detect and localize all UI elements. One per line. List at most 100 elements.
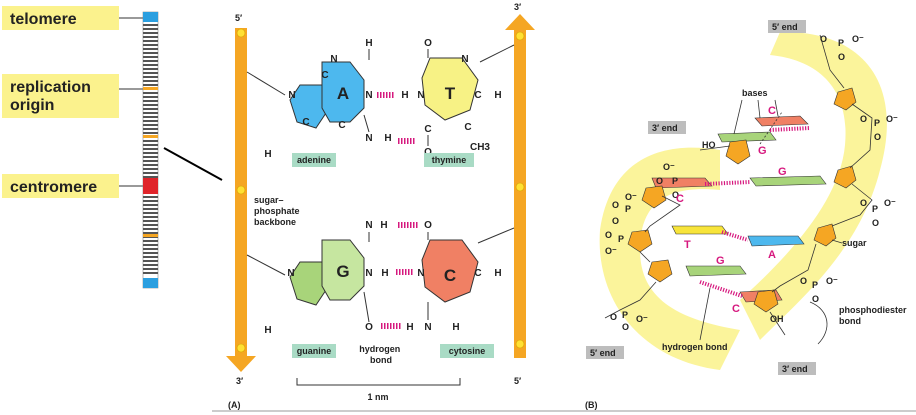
end-label-5-bottom: 5′ end [590, 348, 616, 358]
chromosome-band [143, 204, 158, 206]
helix-base-letter: C [768, 105, 776, 117]
chromosome-band [143, 128, 158, 130]
centromere-label: centromere [10, 179, 97, 196]
adenine-letter: A [337, 84, 349, 103]
svg-text:H: H [381, 268, 388, 279]
svg-text:O: O [605, 230, 612, 240]
end-label-3-bottom: 3′ end [782, 364, 808, 374]
chromosome-band [143, 148, 158, 150]
base-plate [671, 225, 729, 235]
svg-text:C: C [321, 70, 328, 81]
chromosome-band [143, 268, 158, 270]
base-plate [685, 265, 747, 277]
svg-text:P: P [812, 280, 818, 290]
panel-a-label: (A) [228, 400, 241, 410]
svg-text:H: H [494, 90, 501, 101]
helix-base-letter: G [778, 166, 787, 178]
svg-text:O⁻: O⁻ [663, 162, 675, 172]
centromere-label-box [2, 174, 119, 198]
end-label-box [778, 362, 816, 375]
svg-text:H: H [380, 220, 387, 231]
guanine-letter: G [336, 262, 349, 281]
right-backbone-arrow [505, 14, 535, 30]
base-plate [749, 175, 827, 187]
chromosome-band [143, 84, 158, 86]
svg-text:H: H [365, 38, 372, 49]
centromere [143, 178, 158, 194]
end-label-5-top: 5′ end [772, 22, 798, 32]
chromosome-band [143, 116, 158, 118]
bases-leader [733, 99, 779, 135]
chromosome-band [143, 176, 158, 178]
thymine-name: thymine [432, 155, 467, 165]
svg-text:O: O [874, 132, 881, 142]
guanine-base: G N N N H O H H guanine [264, 220, 389, 358]
chromosome-band [143, 272, 158, 274]
cytosine-base: C O N N H H C H cytosine [406, 220, 502, 358]
chromosome-panel: telomere replication origin centromere [2, 6, 223, 289]
svg-text:P: P [838, 38, 844, 48]
chromosome-band [143, 164, 158, 166]
helix-band-left [599, 147, 740, 370]
adenine-base: A H N C N C H C N N H adenine [264, 38, 392, 167]
cytosine-letter: C [444, 266, 456, 285]
svg-text:O: O [820, 34, 827, 44]
phosphodiester-bracket [809, 301, 828, 345]
chromosome-band [143, 172, 158, 174]
helix-base-letter: G [716, 255, 725, 267]
chromosome-band [143, 100, 158, 102]
chromosome-band [143, 196, 158, 198]
svg-text:O: O [424, 220, 432, 231]
svg-text:O⁻: O⁻ [826, 276, 838, 286]
gc-hydrogen-bonds [381, 222, 418, 329]
chromosome-band [143, 72, 158, 74]
chromosome-band [143, 32, 158, 34]
svg-text:H: H [452, 322, 459, 333]
scale-label: 1 nm [367, 392, 388, 402]
svg-text:O: O [610, 312, 617, 322]
svg-text:O: O [424, 147, 432, 158]
helix-hydrogen-bonds [699, 126, 811, 298]
svg-text:P: P [618, 234, 624, 244]
base-plate [747, 235, 805, 247]
chromosome-band [143, 120, 158, 122]
chromosome-band [143, 24, 158, 26]
svg-text:P: P [872, 204, 878, 214]
svg-text:O: O [365, 322, 373, 333]
sugars [627, 87, 857, 313]
telomere-label-box [2, 6, 119, 30]
chromosome-band [143, 152, 158, 154]
svg-text:O⁻: O⁻ [636, 314, 648, 324]
chromosome-band [143, 200, 158, 202]
svg-text:O⁻: O⁻ [625, 192, 637, 202]
helix-band-right [740, 31, 887, 340]
svg-text:H: H [264, 325, 271, 336]
chromosome-band [143, 212, 158, 214]
left-backbone-arrow [226, 356, 256, 372]
end-label-box [586, 346, 624, 359]
sugar-label: sugar [842, 238, 867, 248]
chromosome-band [143, 64, 158, 66]
chromosome-band [143, 44, 158, 46]
origin-mark-2 [143, 135, 158, 138]
svg-text:O⁻: O⁻ [884, 198, 896, 208]
thymine-base: T O N H C O N C H C CH3 thymine [401, 38, 502, 167]
svg-text:O: O [612, 200, 619, 210]
chromosome-band [143, 80, 158, 82]
base-plate [651, 177, 713, 189]
right-strand-top-end: 3′ [514, 2, 521, 12]
svg-text:H: H [384, 133, 391, 144]
svg-text:O: O [672, 190, 679, 200]
svg-text:C: C [464, 122, 471, 133]
backbone-label: sugar– phosphate backbone [254, 195, 302, 227]
svg-text:O⁻: O⁻ [886, 114, 898, 124]
glycosidic-link [479, 44, 515, 63]
panel-b: 5′ end 3′ end 5′ end 3′ end [585, 20, 907, 410]
svg-text:O: O [424, 38, 432, 49]
ho-label: HO [702, 140, 716, 150]
chromosome-band [143, 40, 158, 42]
svg-text:C: C [302, 117, 309, 128]
svg-text:C: C [338, 120, 345, 131]
helix-base-letter: A [768, 249, 776, 261]
chromosome-band [143, 140, 158, 142]
